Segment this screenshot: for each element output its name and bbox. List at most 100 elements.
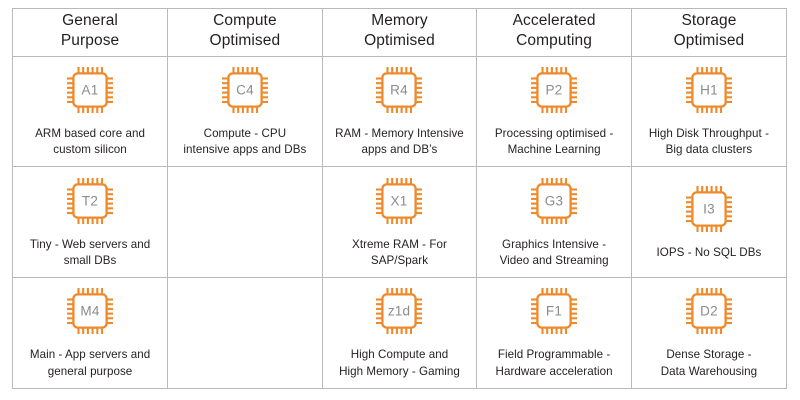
- column-header-storage-optimised: Storage Optimised: [630, 9, 786, 57]
- instance-cell-content: C4 Compute - CPU intensive apps and DBs: [168, 57, 322, 167]
- chip-label-text: I3: [703, 201, 715, 216]
- instance-cell-content: D2 Dense Storage - Data Warehousing: [632, 278, 786, 388]
- instance-cell[interactable]: H1 High Disk Throughput - Big data clust…: [630, 55, 786, 168]
- chip-label-text: R4: [391, 82, 409, 97]
- instance-cell[interactable]: A1 ARM based core and custom silicon: [13, 55, 169, 168]
- column-header-line1: Accelerated: [512, 12, 596, 30]
- instance-cell[interactable]: D2 Dense Storage - Data Warehousing: [630, 276, 786, 388]
- instance-cell[interactable]: M4 Main - App servers and general purpos…: [13, 276, 169, 388]
- instance-cell[interactable]: R4 RAM - Memory Intensive apps and DB’s: [321, 55, 478, 168]
- instance-description-line1: RAM - Memory Intensive: [335, 126, 464, 140]
- cpu-chip-icon-p2: P2: [531, 66, 578, 113]
- instance-description: Processing optimised - Machine Learning: [495, 126, 613, 159]
- cpu-chip-icon-i3: I3: [685, 185, 732, 232]
- instance-description: Dense Storage - Data Warehousing: [661, 347, 757, 380]
- chip-label-text: M4: [80, 304, 99, 319]
- column-header-general-purpose: General Purpose: [13, 9, 169, 57]
- instance-description-line2: Data Warehousing: [660, 364, 758, 378]
- cpu-chip-icon-d2: D2: [685, 288, 732, 335]
- instance-cell-content: M4 Main - App servers and general purpos…: [13, 278, 167, 388]
- instance-description-line1: Main - App servers and: [29, 348, 151, 362]
- table-header-row: General Purpose Compute Optimised Memory…: [13, 9, 786, 57]
- instance-cell[interactable]: X1 Xtreme RAM - For SAP/Spark: [321, 166, 478, 278]
- column-header-line1: Compute: [213, 12, 277, 30]
- instance-description-line2: High Memory - Gaming: [339, 364, 460, 378]
- column-header-line2: Optimised: [209, 32, 281, 50]
- instance-description: Graphics Intensive - Video and Streaming: [500, 237, 609, 270]
- instance-cell-content: H1 High Disk Throughput - Big data clust…: [632, 57, 786, 167]
- instance-description-line1: Dense Storage -: [666, 348, 752, 362]
- cpu-chip-icon-r4: R4: [376, 66, 423, 113]
- column-header-line2: Purpose: [60, 32, 120, 50]
- column-header-memory-optimised: Memory Optimised: [321, 9, 478, 57]
- instance-description: Xtreme RAM - For SAP/Spark: [329, 237, 471, 270]
- column-header-compute-optimised: Compute Optimised: [167, 9, 323, 57]
- chip-label-text: X1: [391, 193, 408, 208]
- instance-description-line2: apps and DB’s: [361, 143, 438, 157]
- instance-description-line1: Processing optimised -: [494, 126, 614, 140]
- cpu-chip-icon-a1: A1: [67, 66, 114, 113]
- cpu-chip-icon-z1d: z1d: [376, 288, 423, 335]
- instance-description: High Compute and High Memory - Gaming: [339, 347, 460, 380]
- table-body: A1 ARM based core and custom silicon: [13, 55, 786, 388]
- chip-label-text: P2: [546, 82, 563, 97]
- chip-label-text: z1d: [388, 304, 410, 319]
- instance-description: Compute - CPU intensive apps and DBs: [183, 126, 306, 159]
- column-header-line1: Memory: [371, 12, 428, 30]
- instance-description: Main - App servers and general purpose: [30, 347, 150, 380]
- instance-description: RAM - Memory Intensive apps and DB’s: [335, 126, 464, 159]
- chip-label-text: D2: [700, 304, 718, 319]
- column-header-line2: Optimised: [364, 32, 435, 50]
- instance-cell-content: z1d High Compute and High Memory - Gamin…: [323, 278, 477, 388]
- chip-label-text: F1: [546, 304, 562, 319]
- instance-cell[interactable]: I3 IOPS - No SQL DBs: [630, 166, 786, 278]
- instance-description: Tiny - Web servers and small DBs: [30, 237, 150, 270]
- cpu-chip-icon-t2: T2: [67, 177, 114, 224]
- instance-description-line2: general purpose: [47, 364, 133, 378]
- instance-description-line1: Compute - CPU: [203, 126, 287, 140]
- instance-description-line2: Video and Streaming: [499, 253, 609, 267]
- instance-cell-content: F1 Field Programmable - Hardware acceler…: [477, 278, 631, 388]
- instance-description-line1: High Compute and: [350, 348, 449, 362]
- instance-description-line2: custom silicon: [53, 143, 127, 157]
- instance-cell[interactable]: T2 Tiny - Web servers and small DBs: [13, 166, 169, 278]
- instance-description-line2: intensive apps and DBs: [183, 143, 307, 157]
- column-header-line1: Storage: [681, 12, 737, 30]
- instance-cell-content: P2 Processing optimised - Machine Learni…: [477, 57, 631, 167]
- instance-cell-content: A1 ARM based core and custom silicon: [13, 57, 167, 167]
- table-row: M4 Main - App servers and general purpos…: [13, 276, 786, 388]
- cpu-chip-icon-m4: M4: [67, 288, 114, 335]
- instance-cell-content: G3 Graphics Intensive - Video and Stream…: [477, 167, 631, 277]
- chip-label-text: H1: [700, 82, 718, 97]
- table-row: A1 ARM based core and custom silicon: [13, 55, 786, 168]
- instance-cell[interactable]: z1d High Compute and High Memory - Gamin…: [321, 276, 478, 388]
- instance-description: Field Programmable - Hardware accelerati…: [496, 347, 613, 380]
- column-header-line2: Computing: [516, 32, 592, 50]
- cpu-chip-icon-f1: F1: [531, 288, 578, 335]
- instance-description-line1: Tiny - Web servers and: [29, 237, 151, 251]
- cpu-chip-icon-h1: H1: [685, 66, 732, 113]
- table-row: T2 Tiny - Web servers and small DBs: [13, 166, 786, 278]
- instance-description-line1: IOPS - No SQL DBs: [656, 245, 762, 259]
- instance-cell[interactable]: C4 Compute - CPU intensive apps and DBs: [167, 55, 323, 168]
- instance-description-line2: Big data clusters: [665, 143, 753, 157]
- cpu-chip-icon-c4: C4: [221, 66, 268, 113]
- chip-label-text: C4: [236, 82, 254, 97]
- column-header-line2: Optimised: [673, 32, 745, 50]
- instance-cell[interactable]: P2 Processing optimised - Machine Learni…: [476, 55, 632, 168]
- instance-description-line2: small DBs: [63, 253, 117, 267]
- instance-description-line2: Hardware acceleration: [495, 364, 613, 378]
- instance-description: ARM based core and custom silicon: [35, 126, 145, 159]
- instance-cell[interactable]: F1 Field Programmable - Hardware acceler…: [476, 276, 632, 388]
- chip-label-text: G3: [545, 193, 563, 208]
- chip-label-text: A1: [82, 82, 99, 97]
- instance-cell-content: R4 RAM - Memory Intensive apps and DB’s: [323, 57, 477, 167]
- instance-cell-content: X1 Xtreme RAM - For SAP/Spark: [323, 167, 477, 277]
- instance-cell-empty: [167, 276, 323, 388]
- instance-description: High Disk Throughput - Big data clusters: [649, 126, 769, 159]
- instance-cell-content: I3 IOPS - No SQL DBs: [632, 167, 786, 277]
- instance-cell[interactable]: G3 Graphics Intensive - Video and Stream…: [476, 166, 632, 278]
- chip-label-text: T2: [82, 193, 98, 208]
- instance-family-matrix: General Purpose Compute Optimised Memory…: [12, 8, 787, 389]
- instance-description-line1: ARM based core and: [35, 126, 145, 140]
